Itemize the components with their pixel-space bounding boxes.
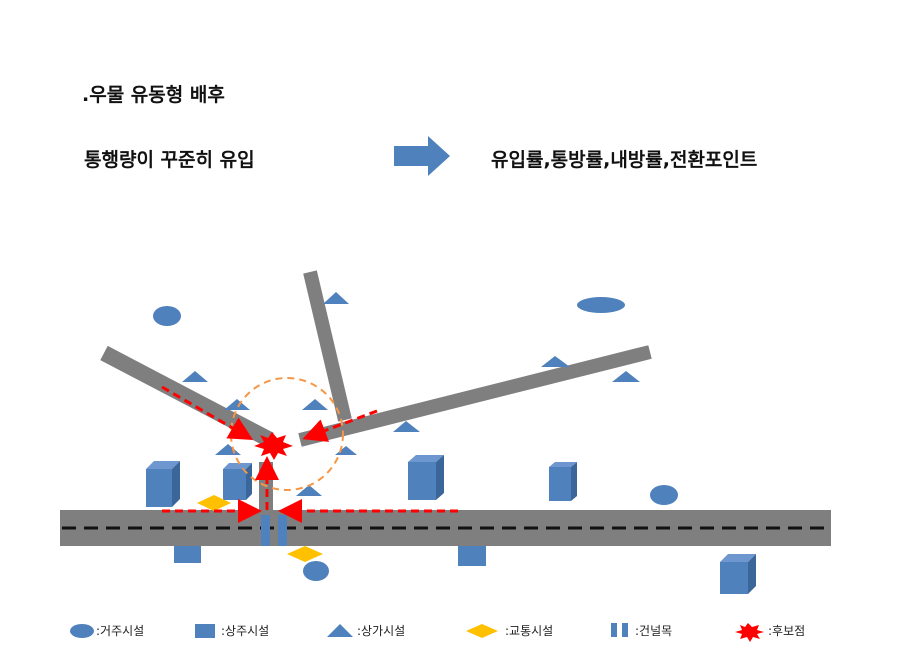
diamond-icon — [197, 495, 231, 511]
diamond-icon — [287, 546, 323, 562]
crosswalk-icon — [611, 623, 628, 637]
triangle-icon — [182, 371, 208, 382]
triangle-icon — [393, 421, 420, 432]
inflow-description: 통행량이 꾸준히 유입 — [84, 149, 255, 171]
transport-facilities — [197, 495, 323, 562]
triangle-icon — [541, 356, 570, 367]
burst-icon — [254, 432, 293, 460]
ellipse-icon — [70, 624, 94, 638]
road-north-branch — [303, 270, 352, 422]
triangle-icon — [302, 399, 328, 410]
crosswalk-icon — [261, 515, 287, 546]
ellipse-icon — [303, 561, 329, 581]
square-icon — [146, 461, 180, 507]
legend-label-resident: :상주시설 — [221, 624, 269, 638]
triangle-icon — [323, 292, 349, 304]
ellipse-icon — [153, 306, 181, 326]
legend-label-residential: :거주시설 — [96, 624, 144, 638]
flow-arrows — [161, 385, 458, 523]
legend-label-candidate: :후보점 — [768, 624, 805, 638]
square-icon — [720, 554, 756, 594]
commercial-facilities — [182, 292, 640, 496]
square-icon — [195, 624, 215, 638]
burst-icon — [735, 623, 764, 642]
triangle-icon — [224, 399, 250, 410]
right-arrow-icon — [394, 136, 450, 176]
catchment-circle — [230, 377, 344, 491]
residential-facilities — [153, 297, 678, 581]
square-icon — [223, 463, 252, 500]
flow-arrow — [161, 385, 254, 441]
triangle-icon — [612, 371, 640, 382]
metrics-list: 유입률,통방률,내방률,전환포인트 — [491, 149, 758, 171]
square-icon — [408, 455, 444, 500]
road-east-branch — [298, 345, 652, 447]
square-icon — [458, 546, 486, 566]
ellipse-icon — [577, 297, 625, 313]
resident-buildings — [146, 455, 756, 594]
ellipse-icon — [650, 485, 678, 505]
diamond-icon — [466, 624, 498, 638]
page-title: .우물 유동형 배후 — [82, 84, 225, 106]
legend: :거주시설 :상주시설 :상가시설 :교통시설 :건널목 :후보점 — [70, 623, 805, 642]
triangle-icon — [296, 485, 322, 496]
triangle-icon — [215, 444, 241, 455]
legend-label-crosswalk: :건널목 — [635, 624, 672, 638]
square-icon — [549, 462, 577, 501]
legend-label-transport: :교통시설 — [505, 624, 553, 638]
triangle-icon — [327, 624, 353, 637]
legend-label-commercial: :상가시설 — [357, 624, 405, 638]
triangle-icon — [335, 446, 357, 455]
square-icon — [174, 546, 201, 563]
